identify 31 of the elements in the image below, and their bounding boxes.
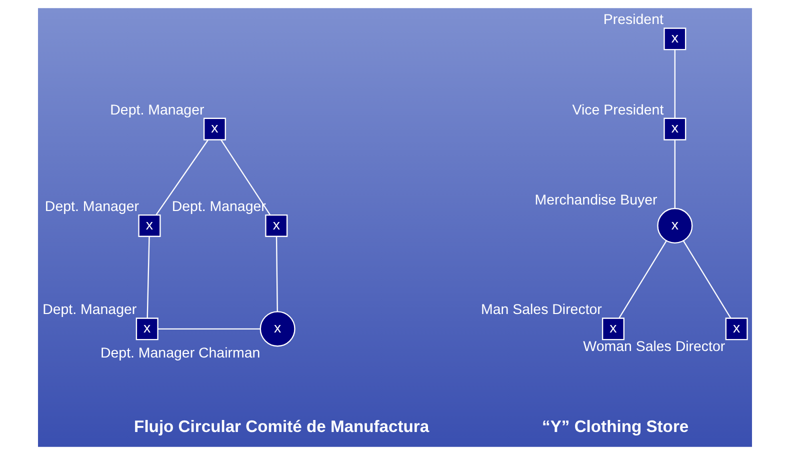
node-box: x [202, 118, 226, 140]
node-box: x [264, 214, 288, 237]
node-label: Dept. Manager [42, 302, 136, 318]
connector [275, 236, 278, 312]
node-box: x [724, 318, 748, 340]
connector [155, 140, 208, 216]
node-circle: x [656, 208, 692, 244]
node-box: x [135, 318, 158, 340]
node-label: Dept. Manager Chairman [100, 345, 260, 362]
connector [146, 236, 150, 318]
connector [674, 50, 675, 118]
node-box: x [138, 214, 160, 237]
node-label: Vice President [572, 102, 664, 118]
node-box: x [663, 118, 686, 140]
label: Flujo Circular Comité de Manufactura [134, 416, 429, 436]
label: “Y” Clothing Store [542, 416, 688, 436]
node-circle: x [259, 311, 295, 347]
connector [674, 140, 675, 208]
node-label: Man Sales Director [480, 302, 602, 318]
node-label: Dept. Manager [171, 199, 266, 216]
node-label: President [602, 12, 663, 28]
node-box: x [663, 28, 686, 50]
connector [618, 240, 666, 318]
connector [682, 240, 731, 318]
node-label: Dept. Manager [110, 102, 204, 118]
node-box: x [601, 318, 624, 340]
node-label: Merchandise Buyer [534, 192, 657, 208]
connector [220, 140, 270, 216]
node-label: Woman Sales Director [582, 338, 725, 355]
connector [157, 328, 260, 330]
node-label: Dept. Manager [44, 199, 138, 216]
